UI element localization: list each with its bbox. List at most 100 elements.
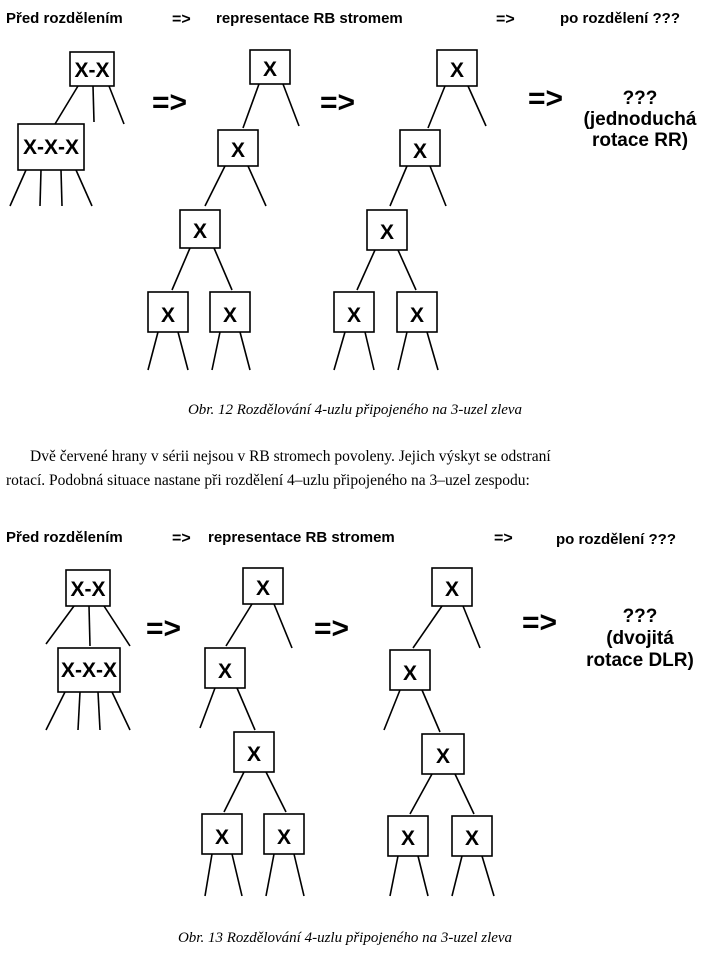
edge bbox=[199, 687, 216, 729]
tree-rb-representation: X X X X X bbox=[199, 567, 305, 897]
node-x bbox=[333, 291, 375, 333]
header-arrow-2: => bbox=[494, 530, 513, 547]
edge bbox=[108, 85, 125, 125]
node-x bbox=[204, 647, 246, 689]
figure-13: Před rozdělením => representace RB strom… bbox=[6, 529, 694, 946]
header-arrow-1: => bbox=[172, 530, 191, 547]
edge bbox=[54, 85, 79, 125]
big-arrow: => bbox=[320, 86, 355, 119]
tree-before: X-X X-X-X bbox=[45, 569, 131, 731]
tree-before: X-X X-X-X bbox=[9, 51, 125, 207]
node-label: X bbox=[380, 221, 394, 244]
node-label: X-X-X bbox=[61, 659, 117, 682]
edge bbox=[88, 605, 91, 647]
edge bbox=[239, 331, 251, 371]
edge bbox=[429, 165, 447, 207]
edge bbox=[111, 691, 131, 731]
node-label: X bbox=[403, 662, 417, 685]
node-x bbox=[179, 209, 221, 249]
big-arrow: => bbox=[522, 606, 557, 639]
node-label: X bbox=[263, 58, 277, 81]
node-3 bbox=[69, 51, 115, 87]
paragraph-line: rotací. Podobná situace nastane při rozd… bbox=[6, 472, 530, 489]
big-arrow: => bbox=[314, 612, 349, 645]
node-x bbox=[233, 731, 275, 773]
edge bbox=[462, 605, 481, 649]
note-line: (dvojitá bbox=[606, 628, 674, 649]
node-label: X bbox=[347, 304, 361, 327]
header-before-split: Před rozdělením bbox=[6, 529, 123, 546]
node-4 bbox=[17, 123, 85, 171]
node-label: X bbox=[256, 577, 270, 600]
node-label: X-X-X bbox=[23, 136, 79, 159]
edge bbox=[45, 691, 66, 731]
result-note: ??? (dvojitá rotace DLR) bbox=[586, 606, 694, 671]
header-arrow-2: => bbox=[496, 11, 515, 28]
result-note: ??? (jednoduchá rotace RR) bbox=[584, 88, 697, 151]
node-x bbox=[421, 733, 465, 775]
edge bbox=[9, 169, 27, 207]
edge bbox=[397, 331, 408, 371]
edge bbox=[39, 169, 42, 207]
edge bbox=[213, 247, 233, 291]
header-rb-representation: representace RB stromem bbox=[208, 529, 395, 546]
edge bbox=[265, 771, 287, 813]
edge bbox=[356, 249, 376, 291]
node-label: X bbox=[215, 826, 229, 849]
edge bbox=[454, 773, 475, 815]
big-arrow: => bbox=[528, 82, 563, 115]
node-label: X bbox=[450, 59, 464, 82]
edge bbox=[427, 85, 446, 129]
node-x bbox=[366, 209, 408, 251]
node-label: X bbox=[413, 140, 427, 163]
edge bbox=[421, 689, 441, 733]
node-x bbox=[209, 291, 251, 333]
edge bbox=[467, 85, 487, 127]
node-label: X bbox=[445, 578, 459, 601]
edge bbox=[225, 603, 253, 647]
edge bbox=[481, 855, 495, 897]
edge bbox=[397, 249, 417, 291]
edge bbox=[273, 603, 293, 649]
edge bbox=[247, 165, 267, 207]
node-x bbox=[249, 49, 291, 85]
edge bbox=[45, 605, 75, 645]
edge bbox=[389, 855, 399, 897]
tree-rb-representation: X X X X X bbox=[147, 49, 300, 371]
node-x bbox=[387, 815, 429, 857]
note-line: ??? bbox=[623, 606, 658, 627]
edge bbox=[223, 771, 245, 813]
header-before-split: Před rozdělením bbox=[6, 10, 123, 27]
node-label: X bbox=[465, 827, 479, 850]
figure-12: Před rozdělením => representace RB strom… bbox=[6, 10, 697, 418]
node-x bbox=[147, 291, 189, 333]
tree-after-split: X X X X X bbox=[333, 49, 487, 371]
node-x bbox=[242, 567, 284, 605]
node-x bbox=[431, 567, 473, 607]
node-label: X bbox=[436, 745, 450, 768]
edge bbox=[77, 691, 81, 731]
edge bbox=[265, 853, 275, 897]
node-label: X bbox=[193, 220, 207, 243]
node-label: X bbox=[231, 139, 245, 162]
edge bbox=[231, 853, 243, 897]
node-label: X bbox=[161, 304, 175, 327]
node-x bbox=[201, 813, 243, 855]
node-x bbox=[399, 129, 441, 167]
edge bbox=[97, 691, 101, 731]
node-3 bbox=[65, 569, 111, 607]
edge bbox=[426, 331, 439, 371]
edge bbox=[204, 853, 213, 897]
node-label: X-X bbox=[74, 59, 109, 82]
edge bbox=[92, 85, 95, 123]
edge bbox=[383, 689, 401, 731]
edge bbox=[412, 605, 443, 649]
edge bbox=[60, 169, 63, 207]
paragraph-line: Dvě červené hrany v sérii nejsou v RB st… bbox=[30, 448, 551, 465]
header-rb-representation: representace RB stromem bbox=[216, 10, 403, 27]
edge bbox=[171, 247, 191, 291]
header-arrow-1: => bbox=[172, 11, 191, 28]
node-label: X bbox=[247, 743, 261, 766]
note-line: (jednoduchá bbox=[584, 109, 697, 130]
